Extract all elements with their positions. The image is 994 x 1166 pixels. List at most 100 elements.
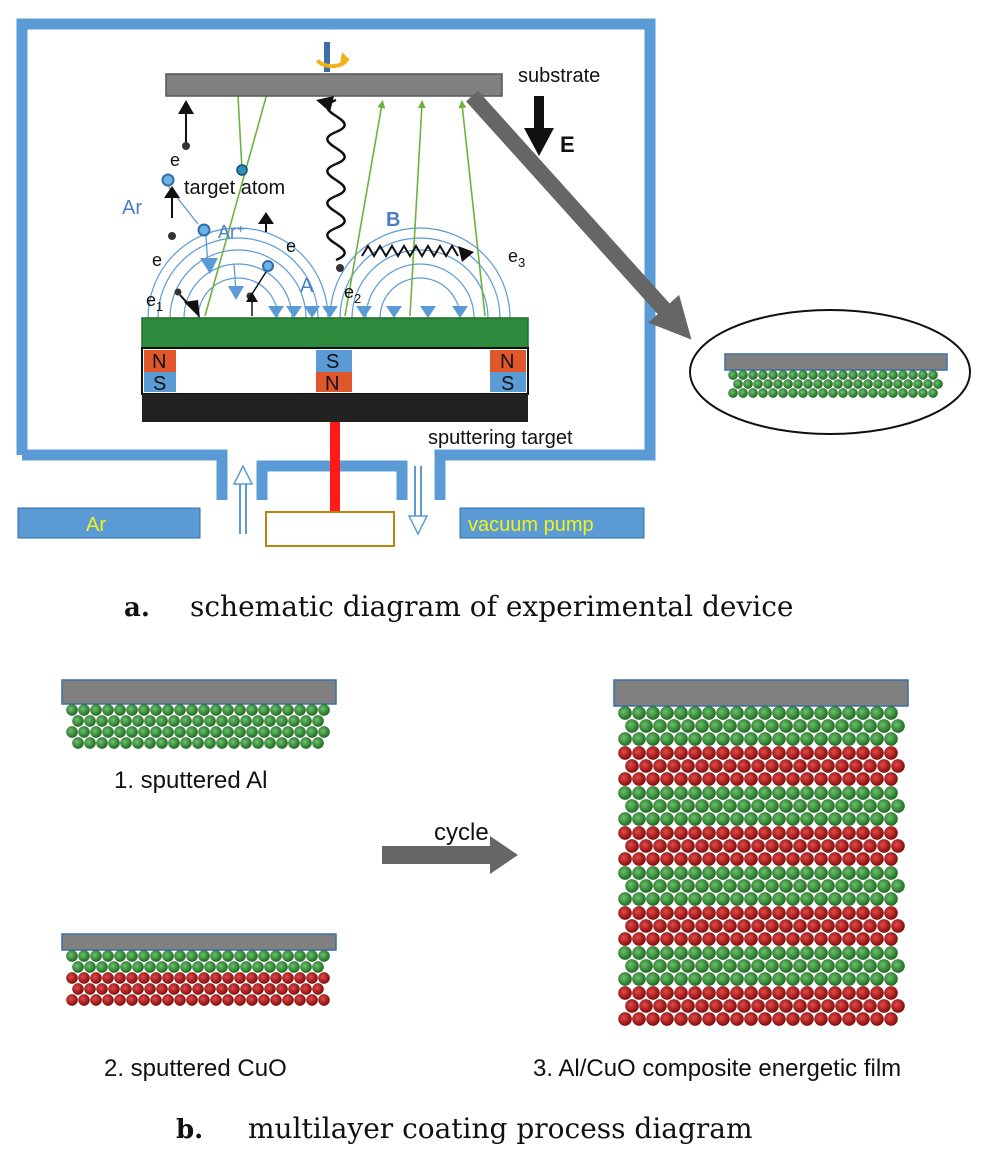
cuo-atom bbox=[632, 1012, 646, 1026]
al-atom bbox=[730, 786, 744, 800]
cuo-atom bbox=[786, 986, 800, 1000]
al-atom bbox=[210, 704, 222, 716]
al-atom bbox=[688, 892, 702, 906]
cuo-atom bbox=[168, 983, 180, 995]
al-atom bbox=[772, 946, 786, 960]
al-atom bbox=[768, 370, 778, 380]
cuo-atom bbox=[842, 826, 856, 840]
al-atom bbox=[108, 737, 120, 749]
cuo-atom bbox=[884, 746, 898, 760]
cuo-atom bbox=[66, 994, 78, 1006]
al-atom bbox=[294, 950, 306, 962]
electron-path-b bbox=[361, 244, 459, 258]
al-atom bbox=[933, 379, 943, 389]
cuo-atom bbox=[856, 932, 870, 946]
cuo-atom bbox=[639, 759, 653, 773]
field-label: E bbox=[560, 132, 575, 157]
point-a-label: A bbox=[300, 275, 314, 297]
al-atom bbox=[807, 719, 821, 733]
al-atom bbox=[884, 946, 898, 960]
cuo-atom bbox=[625, 999, 639, 1013]
al-atom bbox=[688, 972, 702, 986]
al-atom bbox=[891, 959, 905, 973]
al-atom bbox=[793, 379, 803, 389]
cuo-atom bbox=[667, 919, 681, 933]
al-atom bbox=[674, 732, 688, 746]
cuo-atom bbox=[716, 1012, 730, 1026]
inset-substrate bbox=[724, 353, 948, 371]
al-atom bbox=[294, 726, 306, 738]
cuo-atom bbox=[835, 919, 849, 933]
al-atom bbox=[646, 972, 660, 986]
al-atom bbox=[821, 879, 835, 893]
al-atom bbox=[108, 961, 120, 973]
al-atom bbox=[903, 379, 913, 389]
substrate-label: substrate bbox=[518, 65, 600, 87]
al-atom bbox=[653, 959, 667, 973]
al-atom bbox=[863, 799, 877, 813]
magnet-center-bottom-label: N bbox=[325, 373, 339, 395]
al-atom bbox=[818, 370, 828, 380]
al-atom bbox=[842, 732, 856, 746]
magnet-left-top-label: N bbox=[152, 351, 166, 373]
al-atom bbox=[702, 812, 716, 826]
magnet-center-top-label: S bbox=[326, 351, 339, 373]
cuo-atom bbox=[800, 1012, 814, 1026]
cuo-atom bbox=[786, 826, 800, 840]
cuo-atom bbox=[681, 919, 695, 933]
cuo-atom bbox=[639, 919, 653, 933]
cuo-atom bbox=[765, 839, 779, 853]
al-atom bbox=[828, 732, 842, 746]
sputtered-atom-rays bbox=[204, 86, 486, 317]
cuo-atom bbox=[318, 994, 330, 1006]
al-atom bbox=[618, 786, 632, 800]
al-atom bbox=[674, 892, 688, 906]
al-atom bbox=[144, 961, 156, 973]
al-atom bbox=[192, 737, 204, 749]
cuo-atom bbox=[246, 994, 258, 1006]
cuo-atom bbox=[779, 919, 793, 933]
al-atom bbox=[800, 866, 814, 880]
al-atom bbox=[788, 370, 798, 380]
al-atom bbox=[192, 715, 204, 727]
al-atom bbox=[270, 726, 282, 738]
al-atom bbox=[162, 950, 174, 962]
magnet-left-bottom-label: S bbox=[153, 373, 166, 395]
al-atom bbox=[838, 370, 848, 380]
cuo-atom bbox=[814, 932, 828, 946]
cuo-atom bbox=[646, 746, 660, 760]
al-atom bbox=[150, 950, 162, 962]
al-atom bbox=[814, 866, 828, 880]
electron-3-label: e3 bbox=[508, 246, 525, 270]
cuo-atom bbox=[674, 772, 688, 786]
cuo-atom bbox=[653, 839, 667, 853]
cuo-atom bbox=[856, 852, 870, 866]
cathode-base bbox=[142, 394, 528, 422]
cuo-atom bbox=[856, 772, 870, 786]
al-atom bbox=[877, 719, 891, 733]
al-atom bbox=[246, 950, 258, 962]
cuo-atom bbox=[772, 1012, 786, 1026]
cuo-atom bbox=[618, 852, 632, 866]
al-atom bbox=[646, 946, 660, 960]
cuo-atom bbox=[625, 759, 639, 773]
al-atom bbox=[276, 961, 288, 973]
cuo-atom bbox=[702, 772, 716, 786]
al-atom bbox=[716, 706, 730, 720]
cuo-atom bbox=[772, 932, 786, 946]
al-atom bbox=[878, 388, 888, 398]
al-atom bbox=[84, 961, 96, 973]
al-atom bbox=[858, 388, 868, 398]
cuo-atom bbox=[653, 999, 667, 1013]
cuo-atom bbox=[198, 994, 210, 1006]
al-atom bbox=[849, 879, 863, 893]
cuo-atom bbox=[120, 983, 132, 995]
cuo-atom bbox=[751, 759, 765, 773]
al-atom bbox=[695, 959, 709, 973]
cuo-atom bbox=[779, 999, 793, 1013]
al-atom bbox=[625, 959, 639, 973]
al-atom bbox=[814, 786, 828, 800]
al-atom bbox=[276, 737, 288, 749]
cuo-atom bbox=[737, 759, 751, 773]
al-atom bbox=[728, 370, 738, 380]
